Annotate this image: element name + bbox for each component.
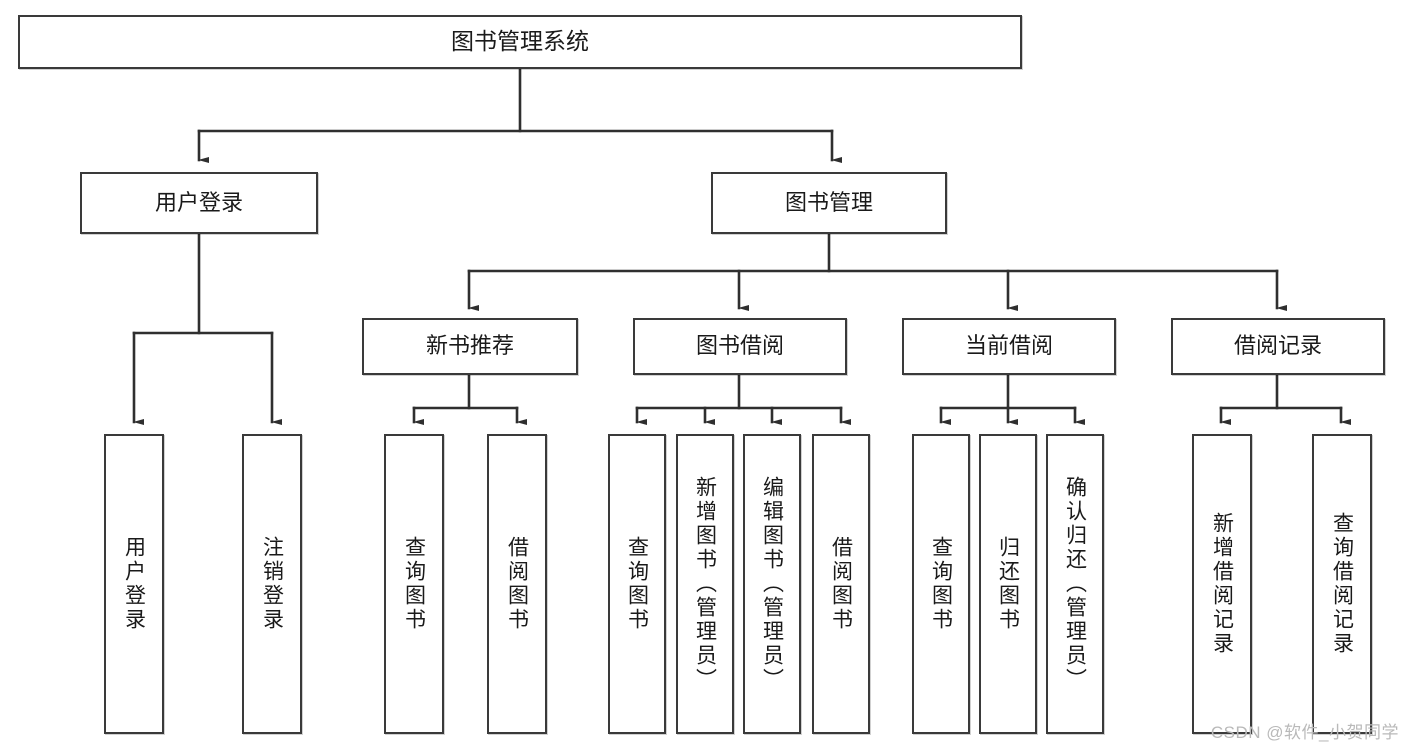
leaf-recommend-query-book[interactable]: 查询图书	[384, 434, 444, 734]
node-book-management[interactable]: 图书管理	[711, 172, 947, 234]
leaf-user-login-signin[interactable]: 用户登录	[104, 434, 164, 734]
leaf-borrow-edit-book-admin[interactable]: 编辑图书（管理员）	[743, 434, 801, 734]
node-label: 查询图书	[625, 536, 649, 632]
leaf-record-add-record[interactable]: 新增借阅记录	[1192, 434, 1252, 734]
node-label: 用户登录	[122, 536, 146, 632]
node-root-system[interactable]: 图书管理系统	[18, 15, 1022, 69]
node-label: 借阅图书	[505, 536, 529, 632]
node-label: 借阅记录	[1233, 333, 1322, 359]
node-label: 新增借阅记录	[1210, 512, 1234, 656]
leaf-current-query-book[interactable]: 查询图书	[912, 434, 970, 734]
node-label: 注销登录	[260, 536, 284, 632]
leaf-current-confirm-return-admin[interactable]: 确认归还（管理员）	[1046, 434, 1104, 734]
node-label: 当前借阅	[964, 333, 1053, 359]
node-user-login[interactable]: 用户登录	[80, 172, 318, 234]
node-label: 借阅图书	[829, 536, 853, 632]
node-label: 图书管理系统	[451, 28, 589, 55]
node-label: 查询图书	[929, 536, 953, 632]
node-label: 确认归还（管理员）	[1063, 476, 1087, 692]
node-current-borrow[interactable]: 当前借阅	[902, 318, 1116, 375]
node-label: 查询借阅记录	[1330, 512, 1354, 656]
node-label: 图书管理	[784, 189, 873, 215]
node-label: 归还图书	[996, 536, 1020, 632]
leaf-recommend-borrow-book[interactable]: 借阅图书	[487, 434, 547, 734]
node-label: 用户登录	[154, 189, 243, 215]
node-borrow-record[interactable]: 借阅记录	[1171, 318, 1385, 375]
node-label: 图书借阅	[695, 333, 784, 359]
leaf-user-login-signout[interactable]: 注销登录	[242, 434, 302, 734]
leaf-record-query-record[interactable]: 查询借阅记录	[1312, 434, 1372, 734]
csdn-watermark: CSDN @软件_小贺同学	[1210, 723, 1399, 742]
leaf-borrow-borrow-book[interactable]: 借阅图书	[812, 434, 870, 734]
node-new-book-recommend[interactable]: 新书推荐	[362, 318, 578, 375]
leaf-current-return-book[interactable]: 归还图书	[979, 434, 1037, 734]
node-book-borrow[interactable]: 图书借阅	[633, 318, 847, 375]
leaf-borrow-query-book[interactable]: 查询图书	[608, 434, 666, 734]
leaf-borrow-add-book-admin[interactable]: 新增图书（管理员）	[676, 434, 734, 734]
node-label: 查询图书	[402, 536, 426, 632]
node-label: 编辑图书（管理员）	[760, 476, 784, 692]
node-label: 新书推荐	[425, 333, 514, 359]
node-label: 新增图书（管理员）	[693, 476, 717, 692]
